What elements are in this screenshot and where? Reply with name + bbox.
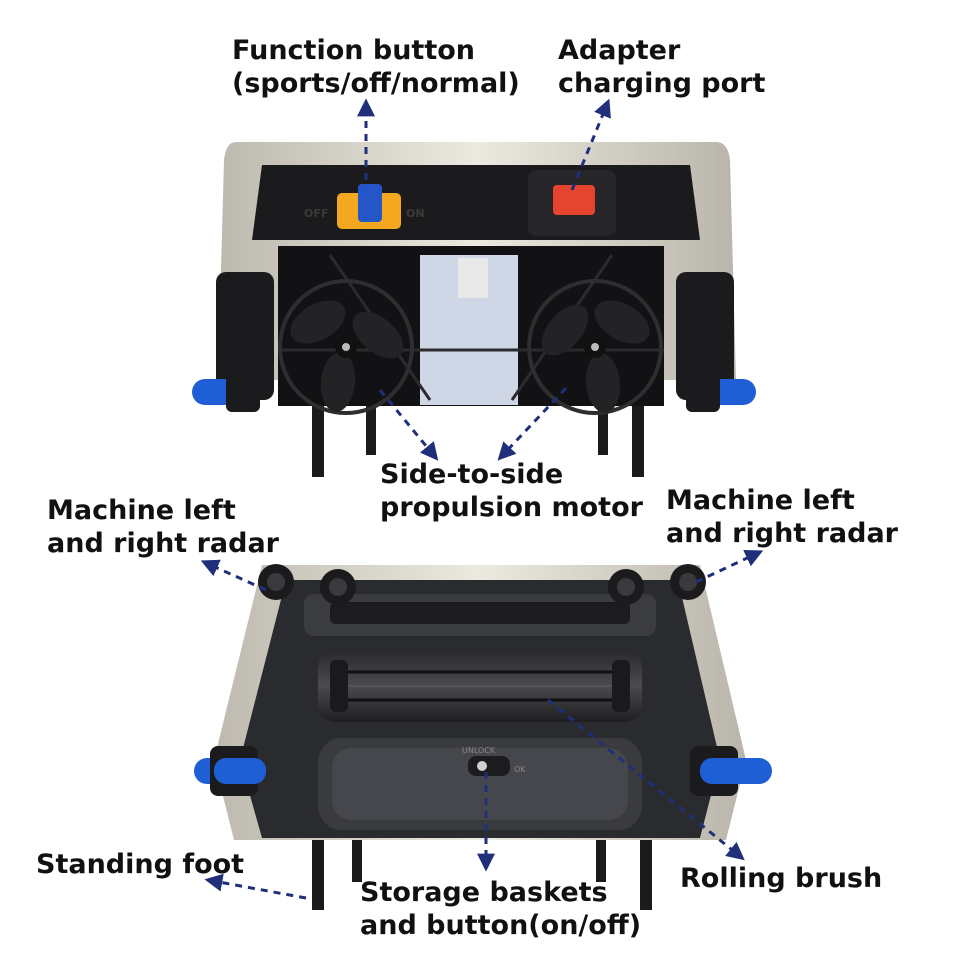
callout-arrows	[200, 98, 764, 900]
label-function-button: Function button (sports/off/normal)	[232, 35, 520, 99]
standing-foot-leg	[312, 405, 324, 477]
label-radar-left: Machine left and right radar	[47, 495, 279, 559]
label-adapter-charging-port: Adapter charging port	[558, 35, 766, 99]
propeller-right-icon	[527, 279, 663, 415]
arrow-charging-port	[570, 98, 611, 191]
radar-right-icon	[608, 564, 706, 605]
rolling-brush-icon	[318, 650, 642, 722]
standing-foot-leg	[598, 405, 608, 455]
unlock-text: UNLOCK	[462, 746, 496, 755]
bottom-view-unit: UNLOCK OK	[194, 564, 772, 910]
basket-lock-button-icon	[468, 756, 510, 776]
ok-text: OK	[514, 765, 526, 774]
label-propulsion-motor: Side-to-side propulsion motor	[380, 459, 643, 523]
standing-foot-leg	[596, 830, 606, 882]
function-switch-knob-icon	[358, 184, 382, 222]
center-latch	[458, 258, 488, 298]
arrow-motor-left	[378, 389, 439, 461]
arrow-motor-right	[497, 386, 568, 461]
switch-on-text: ON	[406, 207, 425, 220]
standing-foot-leg	[632, 405, 644, 477]
label-radar-right: Machine left and right radar	[666, 485, 898, 549]
control-panel	[252, 165, 700, 240]
radar-left-icon	[258, 564, 356, 605]
side-bumper-left	[216, 272, 274, 400]
standing-foot-leg	[640, 830, 652, 910]
label-standing-foot: Standing foot	[36, 849, 245, 880]
rear-view-unit: OFF ON	[192, 142, 756, 477]
arrow-rolling-brush	[547, 698, 745, 861]
propeller-left-icon	[278, 279, 414, 415]
side-bumper-right	[676, 272, 734, 400]
switch-off-text: OFF	[304, 207, 328, 220]
arrow-radar-left	[200, 559, 267, 592]
standing-foot-leg	[366, 405, 376, 455]
arrow-standing-foot	[204, 873, 307, 900]
label-rolling-brush: Rolling brush	[680, 863, 883, 894]
label-storage-baskets: Storage baskets and button(on/off)	[360, 877, 642, 941]
arrow-radar-right	[695, 549, 764, 584]
charging-port-icon	[553, 185, 595, 215]
standing-foot-leg	[312, 830, 324, 910]
standing-foot-leg	[352, 830, 362, 882]
